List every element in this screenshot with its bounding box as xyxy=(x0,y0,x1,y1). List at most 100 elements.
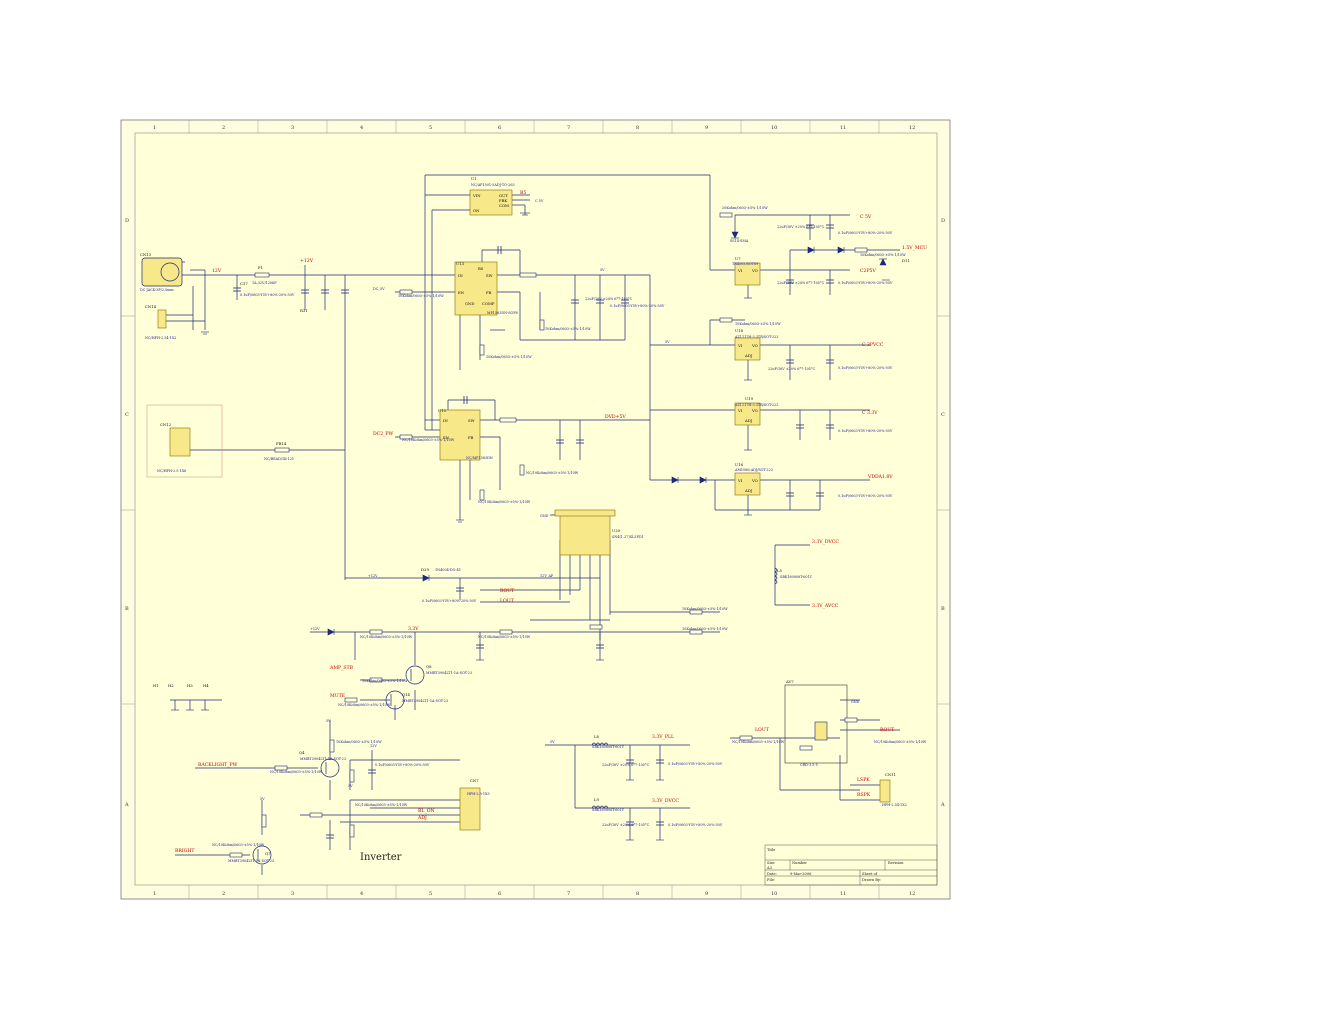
net-adj: ADJ xyxy=(417,815,427,821)
u16-body xyxy=(734,472,761,496)
net-gnd-u20: GND xyxy=(540,514,549,518)
net-c3pvcc: C 3PVCC xyxy=(862,342,884,348)
val-res-k: NC/10Kohm/0603-±5%-1/10W xyxy=(355,803,408,807)
pin-u13-comp: COMP xyxy=(482,301,495,306)
col-label: 10 xyxy=(771,891,777,897)
pin-u15-sw: SW xyxy=(468,418,475,423)
tb-date-value: 9-Mar-2006 xyxy=(790,872,812,876)
col-label: 6 xyxy=(498,891,501,897)
ref-u18: U18 xyxy=(735,328,744,333)
ref-r31: R31 xyxy=(300,308,308,313)
row-label: C xyxy=(125,412,129,418)
net-vdda18: VDDA1.8V xyxy=(867,474,893,480)
row-label: D xyxy=(125,218,129,224)
capacitors xyxy=(233,224,834,839)
ref-d29: D29 xyxy=(421,567,429,572)
dc-jack xyxy=(141,257,183,287)
ref-q14: Q14 xyxy=(402,692,411,697)
tb-title-label: Title xyxy=(767,848,775,852)
val-cap-dvcc: 0.1uF/0603-Y5V+80%-20%-50V xyxy=(668,823,723,827)
val-res-h: NC/10Kohm/0603-±5%-1/10W xyxy=(338,703,391,707)
net-b5: B5 xyxy=(520,190,526,196)
net-gnd-av7: GND xyxy=(851,700,860,704)
pin-u13-gnd: GND xyxy=(465,301,474,306)
row-label: D xyxy=(941,218,945,224)
pin-u18-adj: ADJ xyxy=(744,353,753,358)
val-u13: MP1583DN-SOP8 xyxy=(487,311,518,315)
net-1v5-mcu: 1.5V_MCU xyxy=(902,245,927,251)
pin-u13-sw: SW xyxy=(486,273,493,278)
ref-u1: U1 xyxy=(471,176,477,181)
net-5v-c: 5V xyxy=(260,797,265,801)
net-plus12v-line: +12V xyxy=(368,574,378,578)
col-label: 7 xyxy=(567,891,570,897)
val-res-q: NC/10Kohm/0603-±5%-1/10W xyxy=(478,635,531,639)
pin-u13-in: IN xyxy=(458,273,463,278)
col-label: 3 xyxy=(291,125,294,131)
col-label: 3 xyxy=(291,891,294,897)
col-label: 11 xyxy=(840,125,846,131)
column-labels-bottom: 1 2 3 4 5 6 7 8 9 10 11 12 xyxy=(153,891,915,897)
val-cap-inv: 0.1uF/0603-Y5V+80%-20%-50V xyxy=(375,763,430,767)
col-label: 9 xyxy=(705,125,708,131)
ref-h2: H2 xyxy=(168,683,174,688)
ref-u7: U7 xyxy=(735,256,741,261)
tb-sheet-label: Sheet of xyxy=(862,872,878,876)
net-5v-b: 5V xyxy=(348,784,353,788)
pin-u1-com: COM xyxy=(499,203,509,208)
tb-size-label: Size xyxy=(767,861,775,865)
val-q8: MMBT3904LT1-1A-SOT-23 xyxy=(426,671,472,675)
val-l9: SBK160808T-601Y xyxy=(592,808,625,812)
ref-av7: AV7 xyxy=(785,679,794,684)
val-l5: SBK160808T-601Y xyxy=(780,575,813,579)
val-cap-22u-d: 22uF/16V ±20% 6*7-105°C xyxy=(602,763,650,767)
col-label: 5 xyxy=(429,125,432,131)
val-diode-b: SS14-SMA xyxy=(730,239,749,243)
val-cap-pll: 0.1uF/0603-Y5V+80%-20%-50V xyxy=(668,762,723,766)
net-backlight-pw: BACKLIGHT_PW xyxy=(198,762,238,768)
cn11-body xyxy=(879,779,891,803)
pin-u15-in: IN xyxy=(443,418,448,423)
row-label: A xyxy=(940,802,945,808)
net-plus12v-top: +12V xyxy=(300,258,314,264)
pin-u19-vi: VI xyxy=(737,408,743,413)
net-lspk: LSPK xyxy=(857,777,870,783)
col-label: 12 xyxy=(909,125,915,131)
val-res-j: 10Kohm/0603-±5%-1/10W xyxy=(336,740,382,744)
pin-u19-vo: VO xyxy=(751,408,758,413)
u15-body xyxy=(439,409,481,461)
val-fb14: NC/BEAD/1K-121 xyxy=(264,457,294,461)
col-label: 5 xyxy=(429,891,432,897)
pin-u1-vin: VIN xyxy=(472,193,481,198)
tb-file-label: File: xyxy=(767,878,775,882)
cn7-body xyxy=(459,787,481,831)
val-cap-u16: 0.1uF/0603-Y5V+80%-20%-50V xyxy=(838,494,893,498)
u18-body xyxy=(734,337,761,361)
ref-u16: U16 xyxy=(735,462,744,467)
val-f1: 1A,32V/1206F xyxy=(252,281,277,285)
u7-body xyxy=(734,262,761,286)
ref-fb14: FB14 xyxy=(276,441,287,446)
ref-cn12: CN12 xyxy=(160,422,172,427)
val-q7: MMBT3904LT1-1A-SOT-23 xyxy=(228,859,274,863)
ref-q4: Q4 xyxy=(299,750,305,755)
pin-u18-vo: VO xyxy=(751,343,758,348)
column-labels-top: 1 2 3 4 5 6 7 8 9 10 11 12 xyxy=(153,125,915,131)
av7-inner xyxy=(814,721,828,741)
tb-size-value: A3 xyxy=(766,866,773,870)
val-res-d: 20Kohm/0603-±5%-1/10W xyxy=(722,206,768,210)
pin-u19-adj: ADJ xyxy=(744,418,753,423)
val-res-p: 10Kohm/0603-±5%-1/10W xyxy=(682,627,728,631)
row-label: B xyxy=(941,606,945,612)
ref-d11: D11 xyxy=(902,258,910,263)
col-label: 6 xyxy=(498,125,501,131)
u1-body xyxy=(469,189,513,216)
val-res-b: NC/10Kohm/0603-±5%-1/10W xyxy=(402,438,455,442)
col-label: 2 xyxy=(222,125,225,131)
val-res-a: 10Kohm/0603-±5%-1/10W xyxy=(398,294,444,298)
col-label: 4 xyxy=(360,891,363,897)
u13-body xyxy=(454,261,498,316)
u20-body xyxy=(559,514,611,556)
ref-h4: H4 xyxy=(203,683,209,688)
